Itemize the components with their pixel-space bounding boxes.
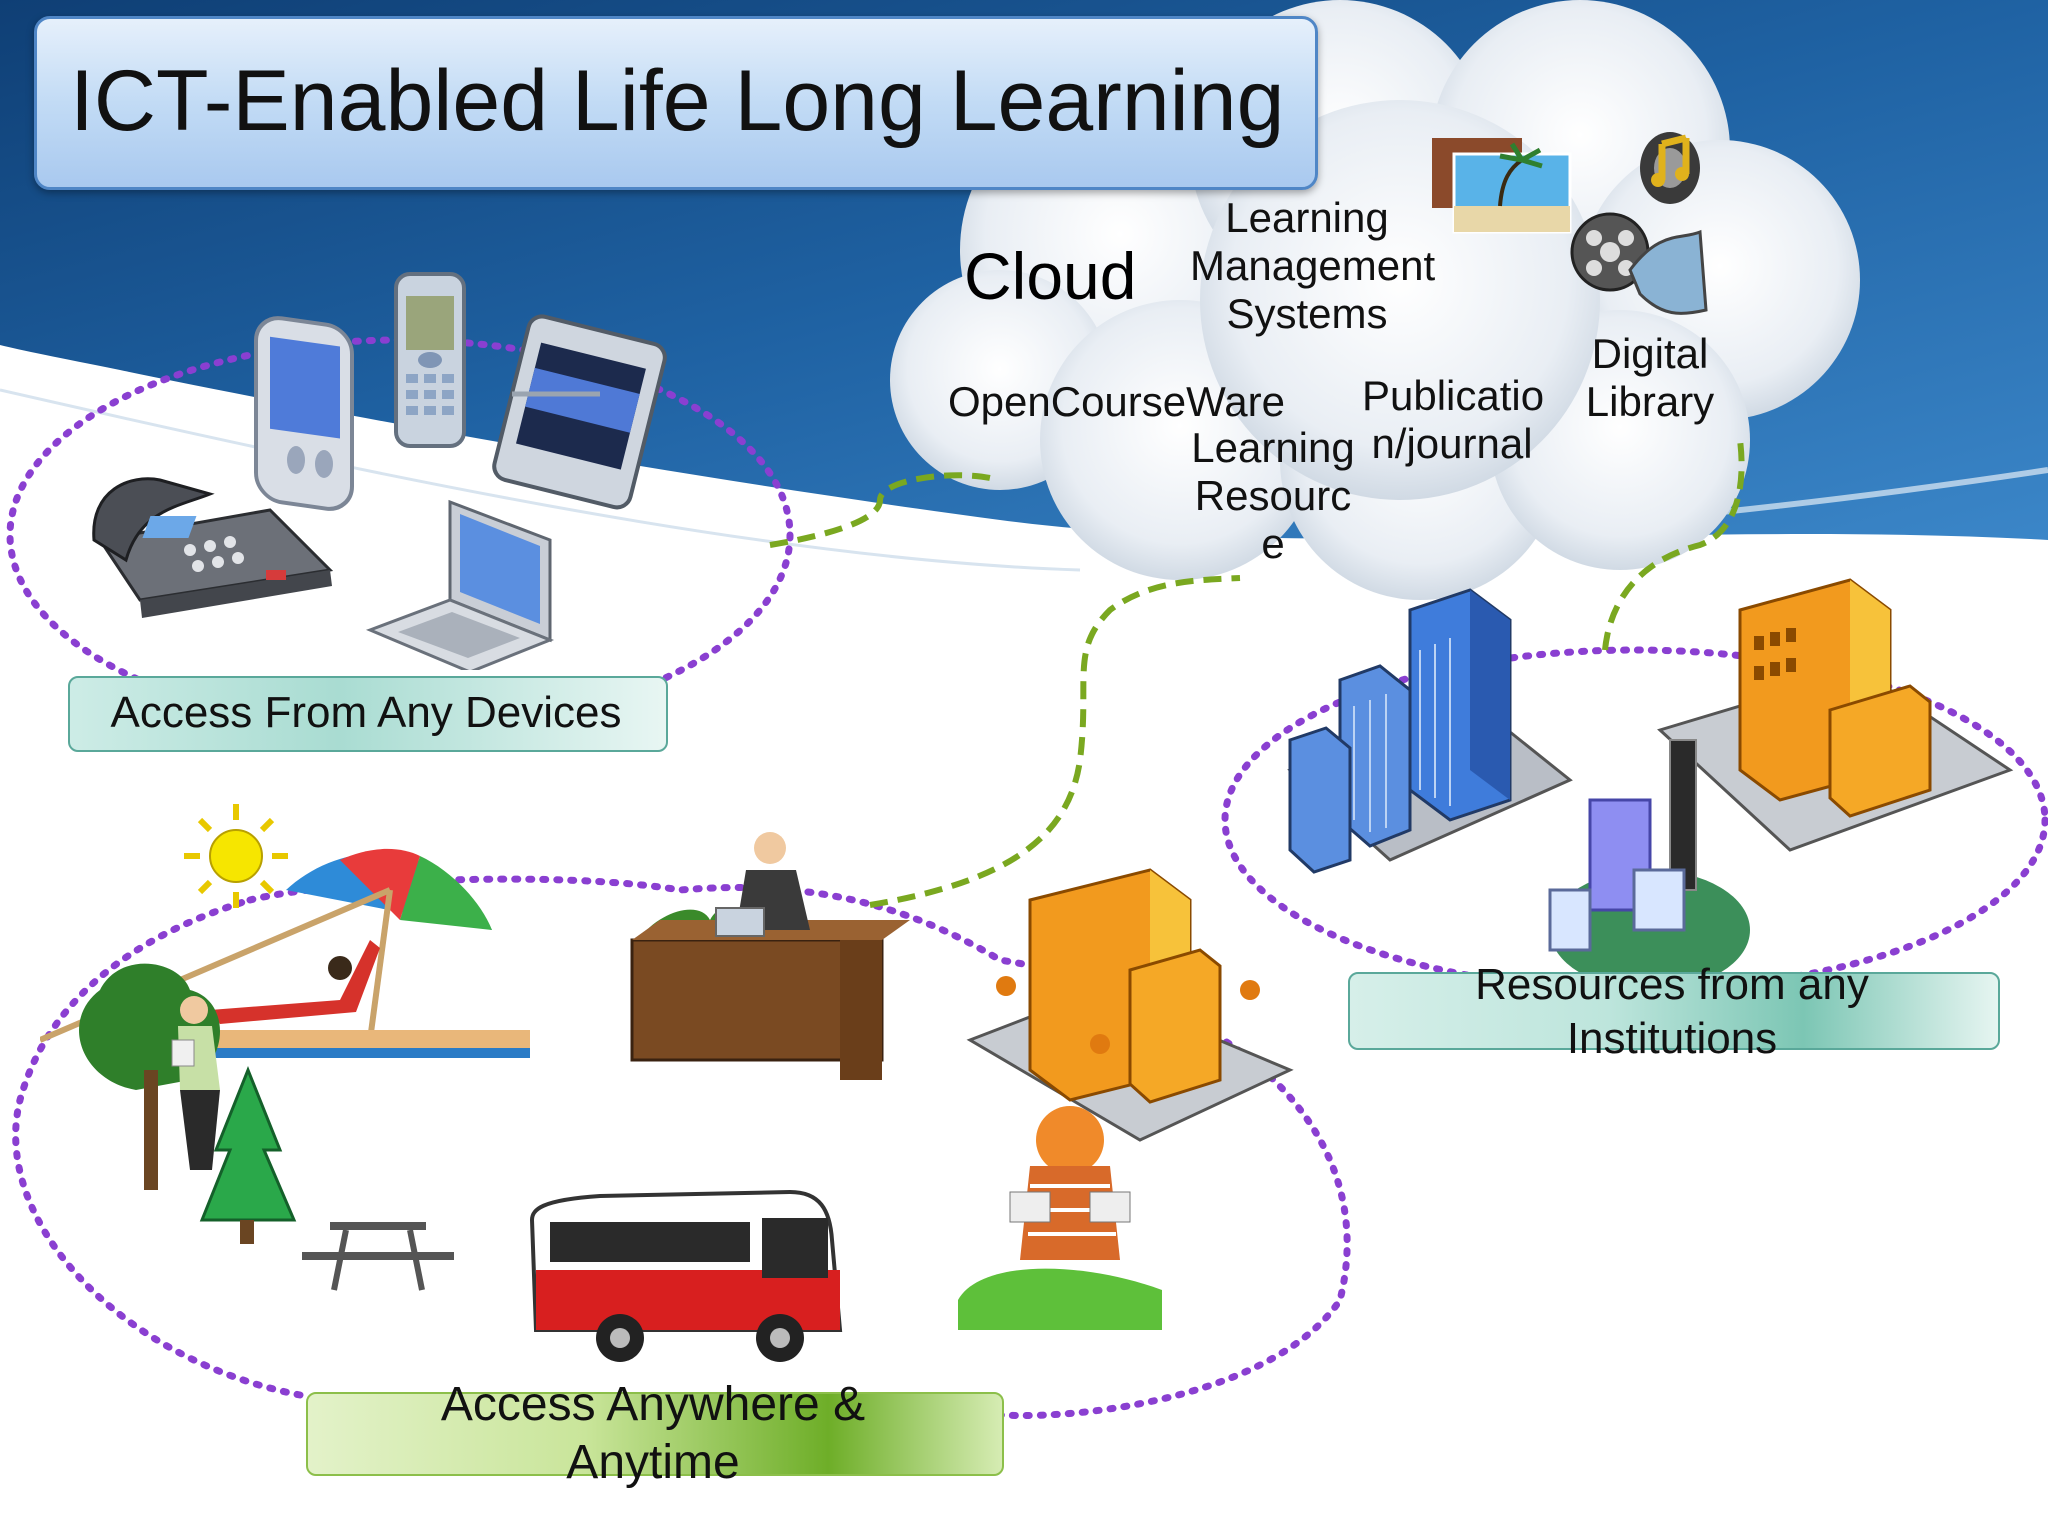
title-box <box>34 16 1318 190</box>
devices-group <box>92 272 667 670</box>
anywhere-caption: Access Anywhere & Anytime <box>306 1376 1000 1492</box>
music-icon <box>1640 132 1700 204</box>
dl-line-1: Digital <box>1591 330 1709 377</box>
lr-line-3: e <box>1261 520 1285 567</box>
pub-line-1: Publicatio <box>1362 372 1545 419</box>
lms-line-3: Systems <box>1226 290 1388 337</box>
office-towers-icon <box>1287 588 1573 874</box>
devices-caption-box <box>68 676 668 752</box>
lms-line-1: Learning <box>1225 194 1389 241</box>
cloud-shape <box>890 0 1860 600</box>
office-desk-icon <box>630 832 910 1080</box>
anywhere-caption-box <box>306 1392 1004 1476</box>
page-title: ICT-Enabled Life Long Learning <box>70 53 1285 149</box>
institutions-caption: Resources from any Institutions <box>1348 958 1996 1066</box>
pub-line-2: n/journal <box>1371 420 1533 467</box>
mobile-phone-icon <box>394 272 466 448</box>
anywhere-group <box>40 804 1294 1362</box>
devices-caption: Access From Any Devices <box>110 688 622 737</box>
anywhere-line-2: Anytime <box>566 1436 740 1489</box>
bus-icon <box>529 1189 843 1362</box>
cloud-heading: Cloud <box>964 239 1137 313</box>
banner-swoosh-2 <box>0 388 1081 572</box>
cloud-media-icons <box>1432 132 1708 315</box>
picnic-table-icon <box>302 1222 454 1291</box>
photos-icon <box>1432 138 1572 234</box>
film-reel-icon <box>1570 212 1708 315</box>
ocw-label: OpenCourseWare <box>948 378 1285 425</box>
link-anywhere-cloud <box>869 575 1241 908</box>
link-devices-cloud <box>769 472 991 548</box>
learning-resource-label: Learning Resourc e <box>1190 424 1356 568</box>
lr-line-1: Learning <box>1191 424 1355 471</box>
laptop-icon <box>365 499 555 670</box>
link-institutions-cloud <box>1602 439 1745 651</box>
pda-icon <box>254 316 354 511</box>
anywhere-line-1: Access Anywhere & <box>440 1378 866 1431</box>
institutions-line-2: Institutions <box>1566 1014 1778 1063</box>
tree-icon <box>199 1065 297 1244</box>
institutions-caption-box <box>1348 972 2000 1050</box>
lr-line-2: Resourc <box>1194 472 1352 519</box>
child-reading-icon <box>958 1106 1162 1330</box>
digital-library-label: Digital Library <box>1578 330 1722 426</box>
desk-phone-icon <box>92 477 334 618</box>
institutions-group <box>1287 578 2014 990</box>
campus-icon <box>1548 578 2014 990</box>
person-reading-icon <box>79 963 220 1190</box>
dl-line-2: Library <box>1585 378 1715 425</box>
institutions-line-1: Resources from any <box>1475 960 1869 1009</box>
sun-icon <box>184 804 288 908</box>
lms-label: Learning Management Systems <box>1190 194 1436 338</box>
tablet-icon <box>492 314 667 510</box>
lms-line-2: Management <box>1190 242 1436 289</box>
publication-label: Publicatio n/journal <box>1362 372 1545 468</box>
city-block-icon <box>966 868 1294 1142</box>
